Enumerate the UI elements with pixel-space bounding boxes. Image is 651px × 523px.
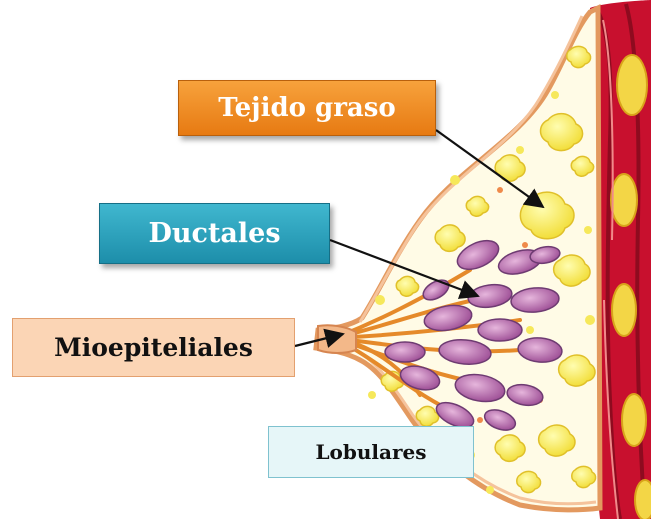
label-tejido-graso-text: Tejido graso — [218, 93, 396, 123]
arrow-ductales — [329, 238, 480, 299]
label-mioepiteliales-text: Mioepiteliales — [54, 333, 253, 362]
chest-wall — [586, 0, 651, 521]
arrow-tejido-graso — [435, 129, 545, 209]
label-ductales-text: Ductales — [148, 218, 281, 249]
lobules — [384, 239, 563, 431]
arrow-mioepiteliales — [294, 328, 345, 348]
label-lobulares-text: Lobulares — [315, 440, 427, 464]
label-mioepiteliales: Mioepiteliales — [12, 318, 295, 377]
label-lobulares: Lobulares — [268, 426, 474, 478]
pointer-arrows — [294, 129, 545, 348]
label-tejido-graso: Tejido graso — [178, 80, 436, 136]
label-ductales: Ductales — [99, 203, 330, 264]
